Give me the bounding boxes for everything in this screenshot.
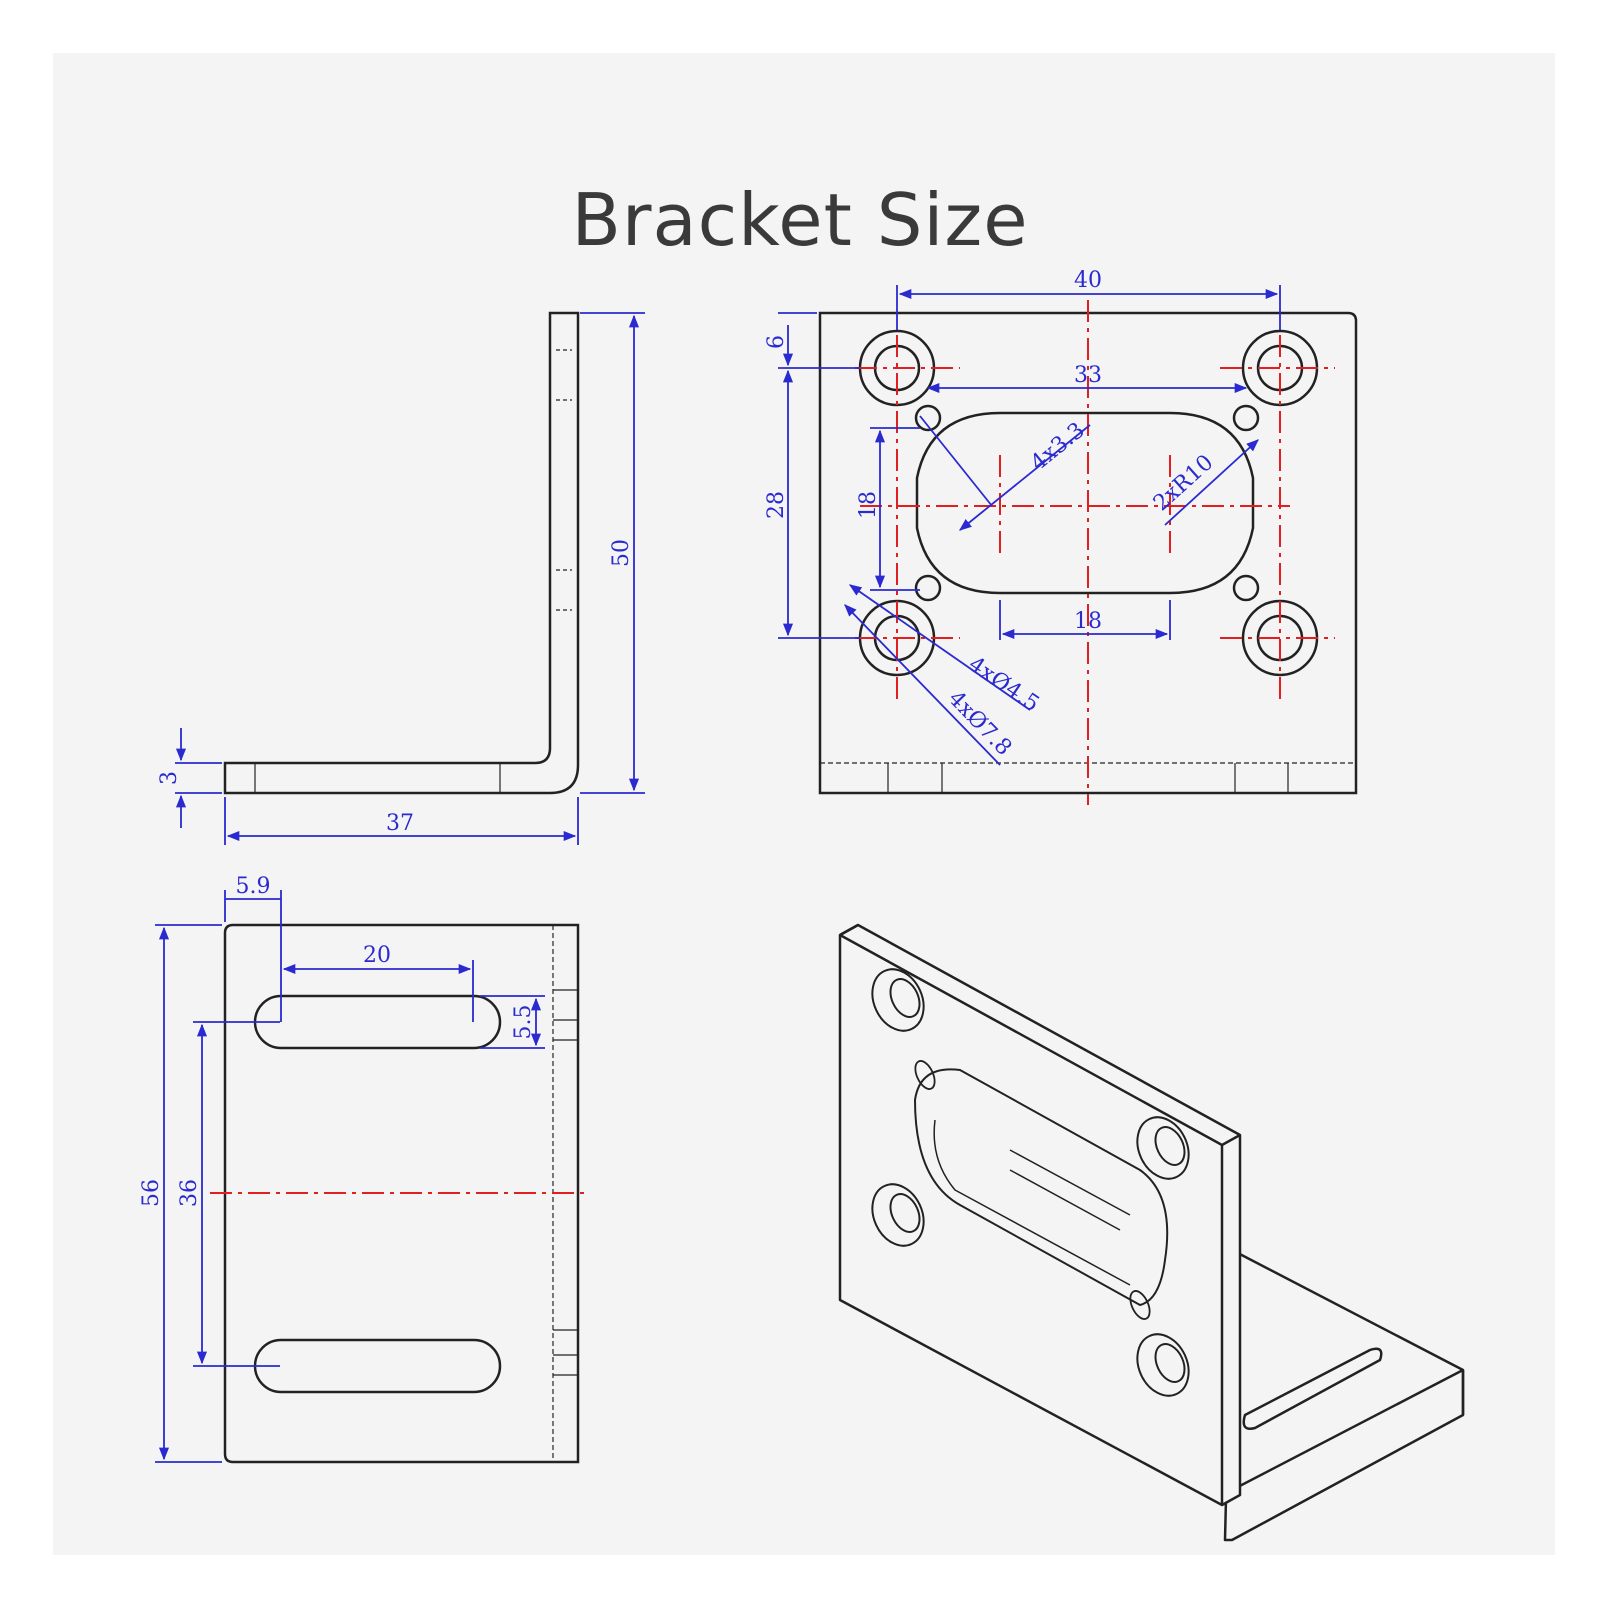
iso-base-slot (1242, 1347, 1383, 1430)
front-plate-outline (818, 311, 1358, 795)
front-top-offset-label: 6 (764, 335, 789, 349)
page-title: Bracket Size (571, 178, 1029, 262)
iso-base-plate (1223, 1248, 1465, 1542)
side-profile-outline (223, 311, 580, 795)
base-depth-label: 56 (139, 1179, 164, 1207)
motor-opening-outline (915, 411, 1255, 595)
slot-top (253, 994, 502, 1050)
side-thickness-label: 3 (157, 771, 182, 785)
front-inner-span-label: 33 (1074, 363, 1102, 388)
side-length-label: 37 (386, 811, 414, 836)
base-plate-outline (223, 923, 580, 1464)
front-small-hole-label: 4x3.3 (1026, 418, 1089, 476)
front-hole-span-label: 28 (764, 491, 789, 519)
side-view-dimensions (175, 312, 645, 845)
isometric-view (838, 923, 1465, 1542)
side-height-label: 50 (609, 539, 634, 567)
iso-motor-opening (914, 1068, 1169, 1306)
side-view (223, 311, 580, 795)
base-dimensions (155, 890, 545, 1463)
front-opening-height-label: 18 (856, 491, 881, 519)
front-opening-flat-label: 18 (1074, 609, 1102, 634)
base-slot-width-label: 5.5 (511, 1005, 536, 1040)
base-slot-spacing-label: 36 (177, 1179, 202, 1207)
slot-bottom (253, 1338, 502, 1394)
base-offset-label: 5.9 (236, 874, 271, 899)
iso-holes (871, 968, 1190, 1397)
front-width-label: 40 (1074, 268, 1102, 293)
base-slot-length-label: 20 (363, 943, 391, 968)
front-dimensions (778, 285, 1281, 766)
